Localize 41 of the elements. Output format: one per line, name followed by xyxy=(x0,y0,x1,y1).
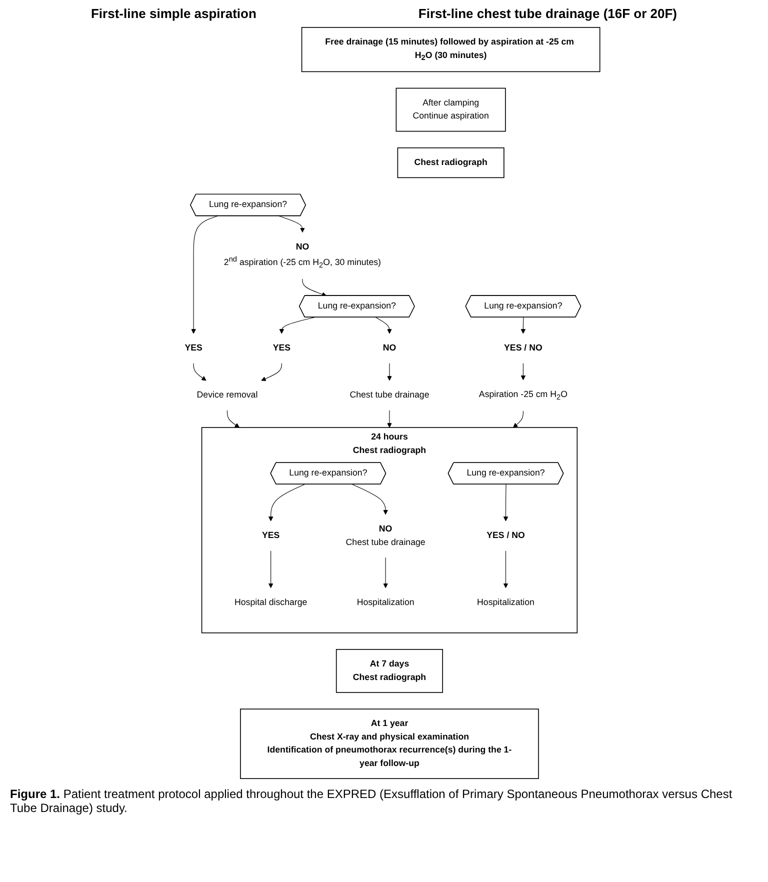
node-box: Free drainage (15 minutes) followed by aspiration at -25 cm H$_{2}$O (30 minutes) xyxy=(301,27,600,72)
node-text: Hospital discharge xyxy=(234,598,308,608)
arrow xyxy=(193,363,206,381)
arrow xyxy=(191,216,218,334)
arrow xyxy=(520,363,526,380)
node-text: Device removal xyxy=(196,390,258,400)
column-heading: First-line simple aspiration xyxy=(90,6,256,21)
arrow xyxy=(520,317,526,334)
node-box: At 7 days Chest radiograph xyxy=(336,649,444,693)
node-text: YES xyxy=(272,344,291,353)
figure-caption: Figure 1. Patient treatment protocol applied throughout the EXPRED (Exsufflation of Primary Spontaneous Pneumothorax versus Chest Tube Drainage) study. xyxy=(9,786,734,817)
node-text: Chest tube drainage xyxy=(350,390,430,400)
column-heading: First-line chest tube drainage (16F or 20F) xyxy=(418,6,678,21)
arrow xyxy=(503,550,508,588)
node-text: Hospitalization xyxy=(477,598,534,608)
node-box: Chest radiograph xyxy=(397,147,504,178)
arrow xyxy=(279,317,315,334)
node-text: YES / NO xyxy=(486,531,525,540)
arrow xyxy=(226,410,240,428)
node-text: YES / NO xyxy=(504,344,542,353)
arrow xyxy=(302,278,327,297)
node-text: YES xyxy=(262,531,280,540)
node-text: YES xyxy=(184,344,202,353)
arrow xyxy=(268,550,274,588)
arrow xyxy=(387,410,392,428)
arrow xyxy=(375,317,392,334)
arrow xyxy=(268,484,305,522)
arrow xyxy=(352,484,388,515)
arrow xyxy=(261,363,282,382)
arrow xyxy=(278,216,305,233)
node-text: Hospitalization xyxy=(356,598,414,608)
arrow xyxy=(503,484,508,522)
node-box: At 1 year Chest X-ray and physical examination Identification of pneumothorax recurrence(s) during the 1-year follow-up xyxy=(240,708,539,779)
arrow xyxy=(387,363,392,381)
node-box: After clamping Continue aspiration xyxy=(396,88,506,132)
arrow xyxy=(513,410,524,428)
node-text: NO 2$^{nd}$ aspiration (-25 cm H$_{2}$O, 30 minutes) xyxy=(224,242,381,270)
node-text: NO Chest tube drainage xyxy=(346,524,426,548)
node-text: NO xyxy=(382,344,396,353)
node-text: Aspiration -25 cm H$_{2}$O xyxy=(478,390,568,402)
arrow xyxy=(383,557,388,588)
